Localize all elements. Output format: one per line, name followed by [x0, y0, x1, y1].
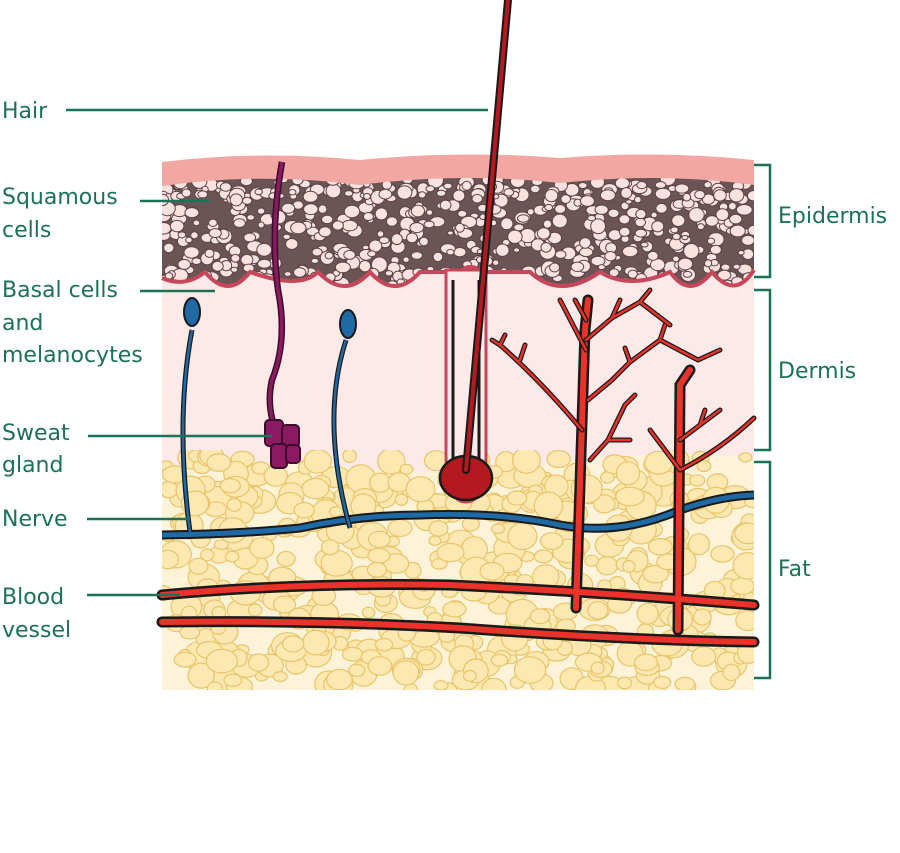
label-sweat-line1: Sweat	[2, 421, 70, 446]
leader-lines	[66, 108, 488, 597]
label-blood-line2: vessel	[2, 618, 71, 643]
label-epidermis: Epidermis	[778, 204, 887, 229]
label-squamous-line2: cells	[2, 218, 51, 243]
label-sweat-line2: gland	[2, 453, 63, 478]
dermis-bracket	[754, 288, 772, 452]
epidermis-bracket	[754, 163, 772, 279]
label-hair: Hair	[2, 99, 48, 124]
label-squamous-line1: Squamous	[2, 185, 118, 210]
blood-vessels	[156, 287, 760, 648]
label-basal-line3: melanocytes	[2, 343, 143, 368]
label-fat: Fat	[778, 557, 811, 582]
stratum-corneum	[162, 154, 754, 186]
label-blood-line1: Blood	[2, 585, 64, 610]
epidermis-layer	[161, 154, 756, 288]
label-basal-line2: and	[2, 311, 43, 336]
label-dermis: Dermis	[778, 359, 856, 384]
label-nerve: Nerve	[2, 507, 68, 532]
fat-bracket	[754, 460, 772, 680]
labels: Hair Squamous cells Basal cells and mela…	[2, 99, 887, 643]
layer-brackets	[754, 163, 772, 680]
label-basal-line1: Basal cells	[2, 278, 118, 303]
sweat-gland	[264, 161, 301, 469]
